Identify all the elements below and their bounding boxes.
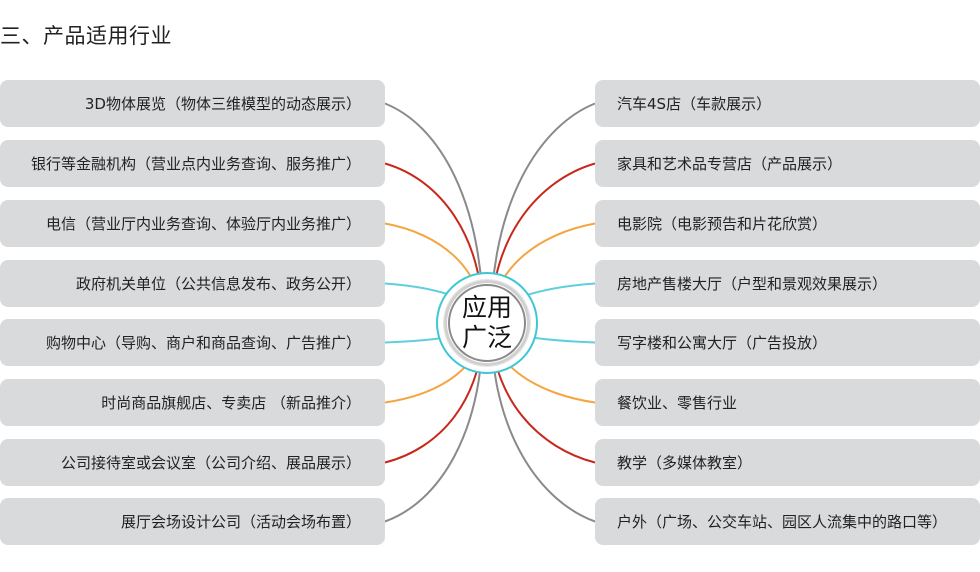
industry-label: 写字楼和公寓大厅（广告投放） — [617, 334, 828, 352]
left-industry-item: 时尚商品旗舰店、专卖店 （新品推介） — [0, 379, 385, 426]
industry-label: 房地产售楼大厅（户型和景观效果展示） — [617, 275, 888, 293]
right-industry-item: 户外（广场、公交车站、园区人流集中的路口等） — [595, 498, 980, 545]
center-hub: 应用广泛 — [436, 272, 538, 374]
right-industry-item: 家具和艺术品专营店（产品展示） — [595, 140, 980, 187]
industry-label: 时尚商品旗舰店、专卖店 （新品推介） — [101, 394, 361, 412]
right-industry-item: 教学（多媒体教室） — [595, 439, 980, 486]
right-industry-item: 电影院（电影预告和片花欣赏） — [595, 200, 980, 247]
hub-label-line1: 应用 — [461, 293, 512, 322]
industry-label: 电影院（电影预告和片花欣赏） — [617, 215, 828, 233]
industry-label: 展厅会场设计公司（活动会场布置） — [120, 513, 361, 531]
left-industry-item: 公司接待室或会议室（公司介绍、展品展示） — [0, 439, 385, 486]
left-industry-item: 电信（营业厅内业务查询、体验厅内业务推广） — [0, 200, 385, 247]
section-title: 三、产品适用行业 — [0, 24, 172, 48]
industry-label: 购物中心（导购、商户和商品查询、广告推广） — [45, 334, 361, 352]
left-industry-item: 购物中心（导购、商户和商品查询、广告推广） — [0, 319, 385, 366]
industry-label: 户外（广场、公交车站、园区人流集中的路口等） — [617, 513, 948, 531]
left-industry-item: 展厅会场设计公司（活动会场布置） — [0, 498, 385, 545]
right-industry-item: 写字楼和公寓大厅（广告投放） — [595, 319, 980, 366]
industry-label: 家具和艺术品专营店（产品展示） — [617, 155, 843, 173]
right-industry-item: 餐饮业、零售行业 — [595, 379, 980, 426]
industry-label: 政府机关单位（公共信息发布、政务公开） — [75, 275, 361, 293]
industry-label: 教学（多媒体教室） — [617, 454, 753, 472]
hub-label-line2: 广泛 — [461, 323, 512, 352]
industry-label: 3D物体展览（物体三维模型的动态展示） — [84, 95, 361, 113]
left-industry-item: 政府机关单位（公共信息发布、政务公开） — [0, 260, 385, 307]
right-industry-item: 汽车4S店（车款展示） — [595, 80, 980, 127]
industry-label: 汽车4S店（车款展示） — [617, 95, 772, 113]
industry-label: 公司接待室或会议室（公司介绍、展品展示） — [60, 454, 361, 472]
right-industry-item: 房地产售楼大厅（户型和景观效果展示） — [595, 260, 980, 307]
left-industry-item: 银行等金融机构（营业点内业务查询、服务推广） — [0, 140, 385, 187]
industry-label: 电信（营业厅内业务查询、体验厅内业务推广） — [45, 215, 361, 233]
industry-label: 餐饮业、零售行业 — [617, 394, 738, 412]
industry-label: 银行等金融机构（营业点内业务查询、服务推广） — [30, 155, 361, 173]
left-industry-item: 3D物体展览（物体三维模型的动态展示） — [0, 80, 385, 127]
